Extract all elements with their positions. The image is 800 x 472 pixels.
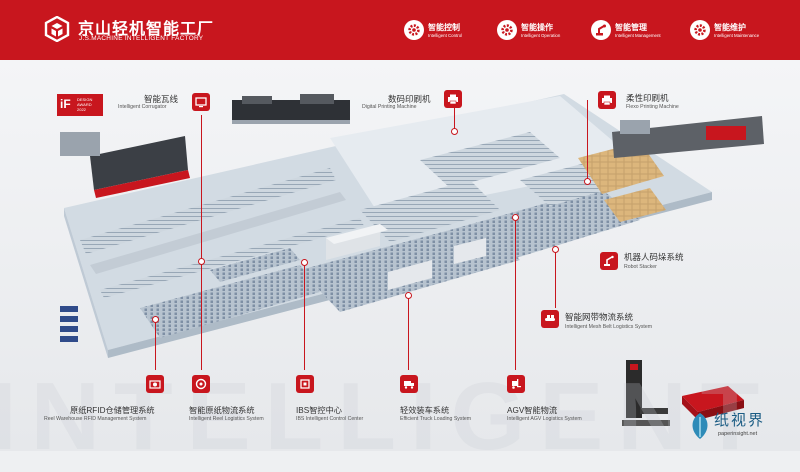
gear-icon	[690, 20, 710, 40]
location-marker[interactable]	[301, 259, 308, 266]
nav-label-en: Intelligent Maintenance	[714, 33, 760, 38]
printer-icon	[598, 91, 616, 109]
connector-line	[555, 250, 556, 308]
connector-line	[304, 262, 305, 370]
callout-title-cn: 智能原纸物流系统	[189, 406, 255, 415]
callout-title-en: Digital Printing Machine	[362, 104, 417, 110]
callout-title-en: Intelligent AGV Logistics System	[507, 416, 582, 422]
truck-icon	[400, 375, 418, 393]
callout-title-en: Intelligent Reel Logistics System	[189, 416, 264, 422]
callout-title-en: Intelligent Mesh Belt Logistics System	[565, 324, 653, 330]
conveyor-icon	[541, 310, 559, 328]
callout-title-cn: 轻效装车系统	[400, 406, 450, 415]
callout-title-cn: IBS智控中心	[296, 406, 342, 415]
camera-icon	[146, 375, 164, 393]
nav-label-cn: 智能操作	[521, 23, 553, 32]
control-center-icon	[296, 375, 314, 393]
forklift-icon	[507, 375, 525, 393]
callout-title-en: Efficient Truck Loading System	[400, 416, 472, 422]
site-logo[interactable]: 纸视界 paperinsight.net	[684, 403, 780, 447]
location-marker[interactable]	[552, 246, 559, 253]
callout-title-cn: 机器人码垛系统	[624, 252, 684, 262]
nav-label-en: Intelligent Management	[615, 33, 661, 38]
connector-line	[408, 296, 409, 370]
gear-icon	[404, 20, 424, 40]
gear-icon	[497, 20, 517, 40]
callout-title-cn: AGV智能物流	[507, 406, 558, 415]
brand-logo-icon	[44, 16, 70, 42]
callout-title-cn: 柔性印刷机	[626, 93, 669, 103]
robot-arm-icon	[591, 20, 611, 40]
callout-title-en: Robot Stacker	[624, 264, 657, 270]
callout-title-en: Intelligent Corrugator	[118, 104, 167, 110]
location-marker[interactable]	[451, 128, 458, 135]
nav-label-en: Intelligent Control	[428, 33, 463, 38]
nav-label-cn: 智能管理	[615, 23, 647, 32]
location-marker[interactable]	[198, 258, 205, 265]
paper-roll-icon	[192, 375, 210, 393]
brand-name-cn: 京山轻机智能工厂	[78, 21, 215, 38]
site-name-cn: 纸视界	[714, 411, 766, 429]
printer-icon	[444, 90, 462, 108]
location-marker[interactable]	[405, 292, 412, 299]
nav-label-cn: 智能维护	[714, 23, 746, 32]
header-bar: 京山轻机智能工厂 J.S.MACHINE INTELLIGENT FACTORY…	[0, 0, 800, 60]
location-marker[interactable]	[584, 178, 591, 185]
award-line3: 2022	[77, 107, 86, 112]
nav-intelligent-maintenance[interactable]: 智能维护 Intelligent Maintenance	[690, 20, 776, 44]
callout-title-en: IBS Intelligent Control Center	[296, 416, 364, 422]
callout-title-cn: 智能网带物流系统	[565, 312, 634, 322]
callout-title-cn: 原纸RFID仓储管理系统	[70, 406, 155, 415]
site-url: paperinsight.net	[718, 431, 758, 437]
award-line1: DESIGN	[77, 97, 93, 102]
robot-arm-icon	[600, 252, 618, 270]
nav-label-cn: 智能控制	[428, 23, 460, 32]
connector-line	[201, 262, 202, 370]
connector-line	[201, 115, 202, 258]
connector-line	[155, 320, 156, 370]
nav-intelligent-control[interactable]: 智能控制 Intelligent Control	[404, 20, 484, 44]
award-line2: AWARD	[77, 102, 92, 107]
nav-intelligent-management[interactable]: 智能管理 Intelligent Management	[591, 20, 675, 44]
award-logo: iF	[60, 97, 71, 111]
monitor-icon	[192, 93, 210, 111]
connector-line	[515, 218, 516, 370]
connector-line	[587, 100, 588, 180]
brand-name-en: J.S.MACHINE INTELLIGENT FACTORY	[79, 35, 204, 42]
connector-line	[454, 105, 455, 130]
callout-title-cn: 数码印刷机	[388, 94, 431, 104]
location-marker[interactable]	[152, 316, 159, 323]
design-award-badge: iF DESIGN AWARD 2022	[57, 94, 103, 116]
nav-label-en: Intelligent Operation	[521, 33, 561, 38]
callout-title-en: Flexo Printing Machine	[626, 104, 679, 110]
leaf-icon	[692, 413, 708, 439]
callout-title-en: Reel Warehouse RFID Management System	[44, 416, 147, 422]
location-marker[interactable]	[512, 214, 519, 221]
callout-title-cn: 智能瓦线	[144, 94, 179, 104]
nav-intelligent-operation[interactable]: 智能操作 Intelligent Operation	[497, 20, 577, 44]
